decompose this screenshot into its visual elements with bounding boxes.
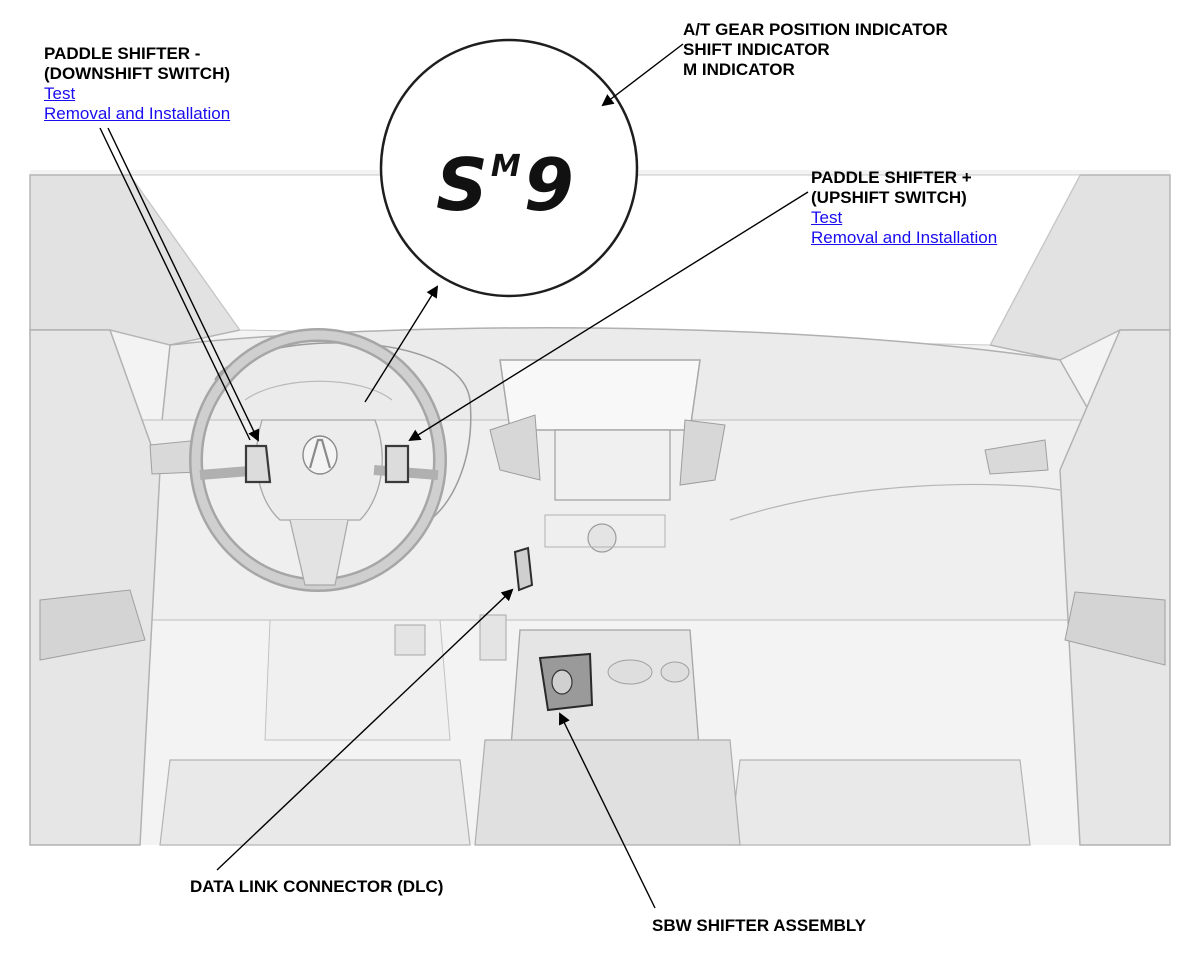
steering-wheel: [189, 328, 472, 592]
indicator-gear-number: 9: [524, 143, 575, 227]
leader-lines: [99, 43, 809, 909]
paddle-minus-title: PADDLE SHIFTER -: [44, 44, 201, 63]
atgear-line-3: M INDICATOR: [683, 60, 795, 79]
dlc-leader: [216, 588, 514, 871]
indicator-gear-letter: S: [436, 143, 489, 227]
paddle-plus-removal-link[interactable]: Removal and Installation: [811, 228, 998, 247]
dlc-component: [513, 546, 534, 592]
svg-text:SM9: SM9: [436, 143, 575, 227]
sbw-callout: SBW SHIFTER ASSEMBLY: [652, 916, 867, 935]
paddle-minus-test-link[interactable]: Test: [44, 84, 76, 103]
paddle-plus-test-link[interactable]: Test: [811, 208, 843, 227]
paddle-plus-title: PADDLE SHIFTER +: [811, 168, 972, 187]
atgear-leader: [601, 43, 684, 107]
paddle-minus-leader-1: [99, 127, 251, 441]
dlc-callout: DATA LINK CONNECTOR (DLC): [190, 877, 444, 896]
gear-indicator-magnifier: SM9: [379, 38, 639, 298]
sbw-leader: [559, 712, 656, 909]
paddle-minus-subtitle: (DOWNSHIFT SWITCH): [44, 64, 231, 83]
paddle-minus-removal-link[interactable]: Removal and Installation: [44, 104, 231, 123]
paddle-plus-subtitle: (UPSHIFT SWITCH): [811, 188, 967, 207]
paddle-minus-leader-2: [107, 127, 260, 442]
atgear-callout: A/T GEAR POSITION INDICATOR SHIFT INDICA…: [683, 20, 948, 80]
atgear-line-1: A/T GEAR POSITION INDICATOR: [683, 20, 948, 39]
magnifier-arrow: [364, 285, 439, 403]
sbw-shifter-component: [538, 652, 594, 712]
atgear-line-2: SHIFT INDICATOR: [683, 40, 830, 59]
paddle-plus-callout: PADDLE SHIFTER + (UPSHIFT SWITCH) Test R…: [811, 168, 997, 248]
paddle-minus-callout: PADDLE SHIFTER - (DOWNSHIFT SWITCH) Test…: [44, 44, 230, 124]
indicator-mode-letter: M: [491, 149, 522, 184]
paddle-plus-leader: [408, 191, 809, 442]
paddle-shifter-plus-shape: [384, 444, 410, 484]
paddle-shifter-minus-shape: [244, 444, 272, 484]
